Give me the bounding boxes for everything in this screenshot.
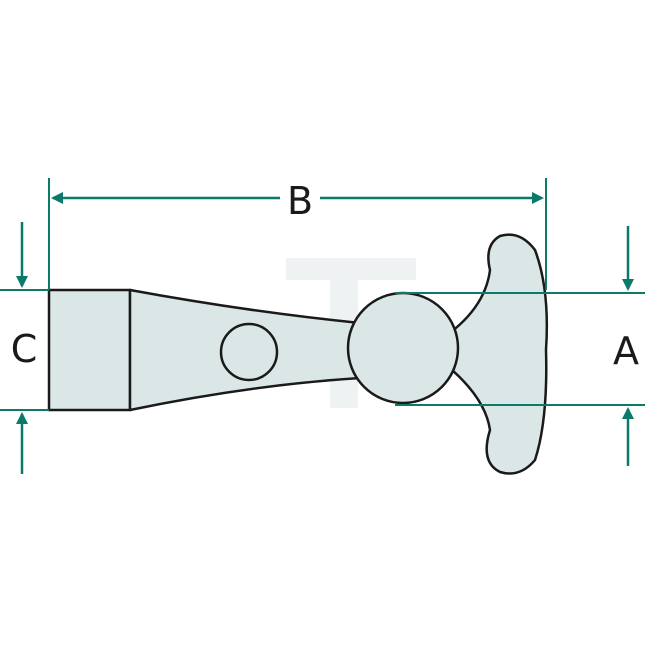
dimension-a: A xyxy=(395,226,645,466)
dimension-a-label: A xyxy=(613,329,639,373)
catch-t-handle xyxy=(438,233,549,475)
dimension-c: C xyxy=(0,222,49,474)
dimension-c-label: C xyxy=(11,327,38,371)
dimension-b-label: B xyxy=(287,179,313,223)
catch-ball-knob xyxy=(346,291,460,405)
catch-base-block xyxy=(47,288,132,412)
mounting-hole xyxy=(219,322,279,382)
dimension-b: B xyxy=(48,178,547,290)
